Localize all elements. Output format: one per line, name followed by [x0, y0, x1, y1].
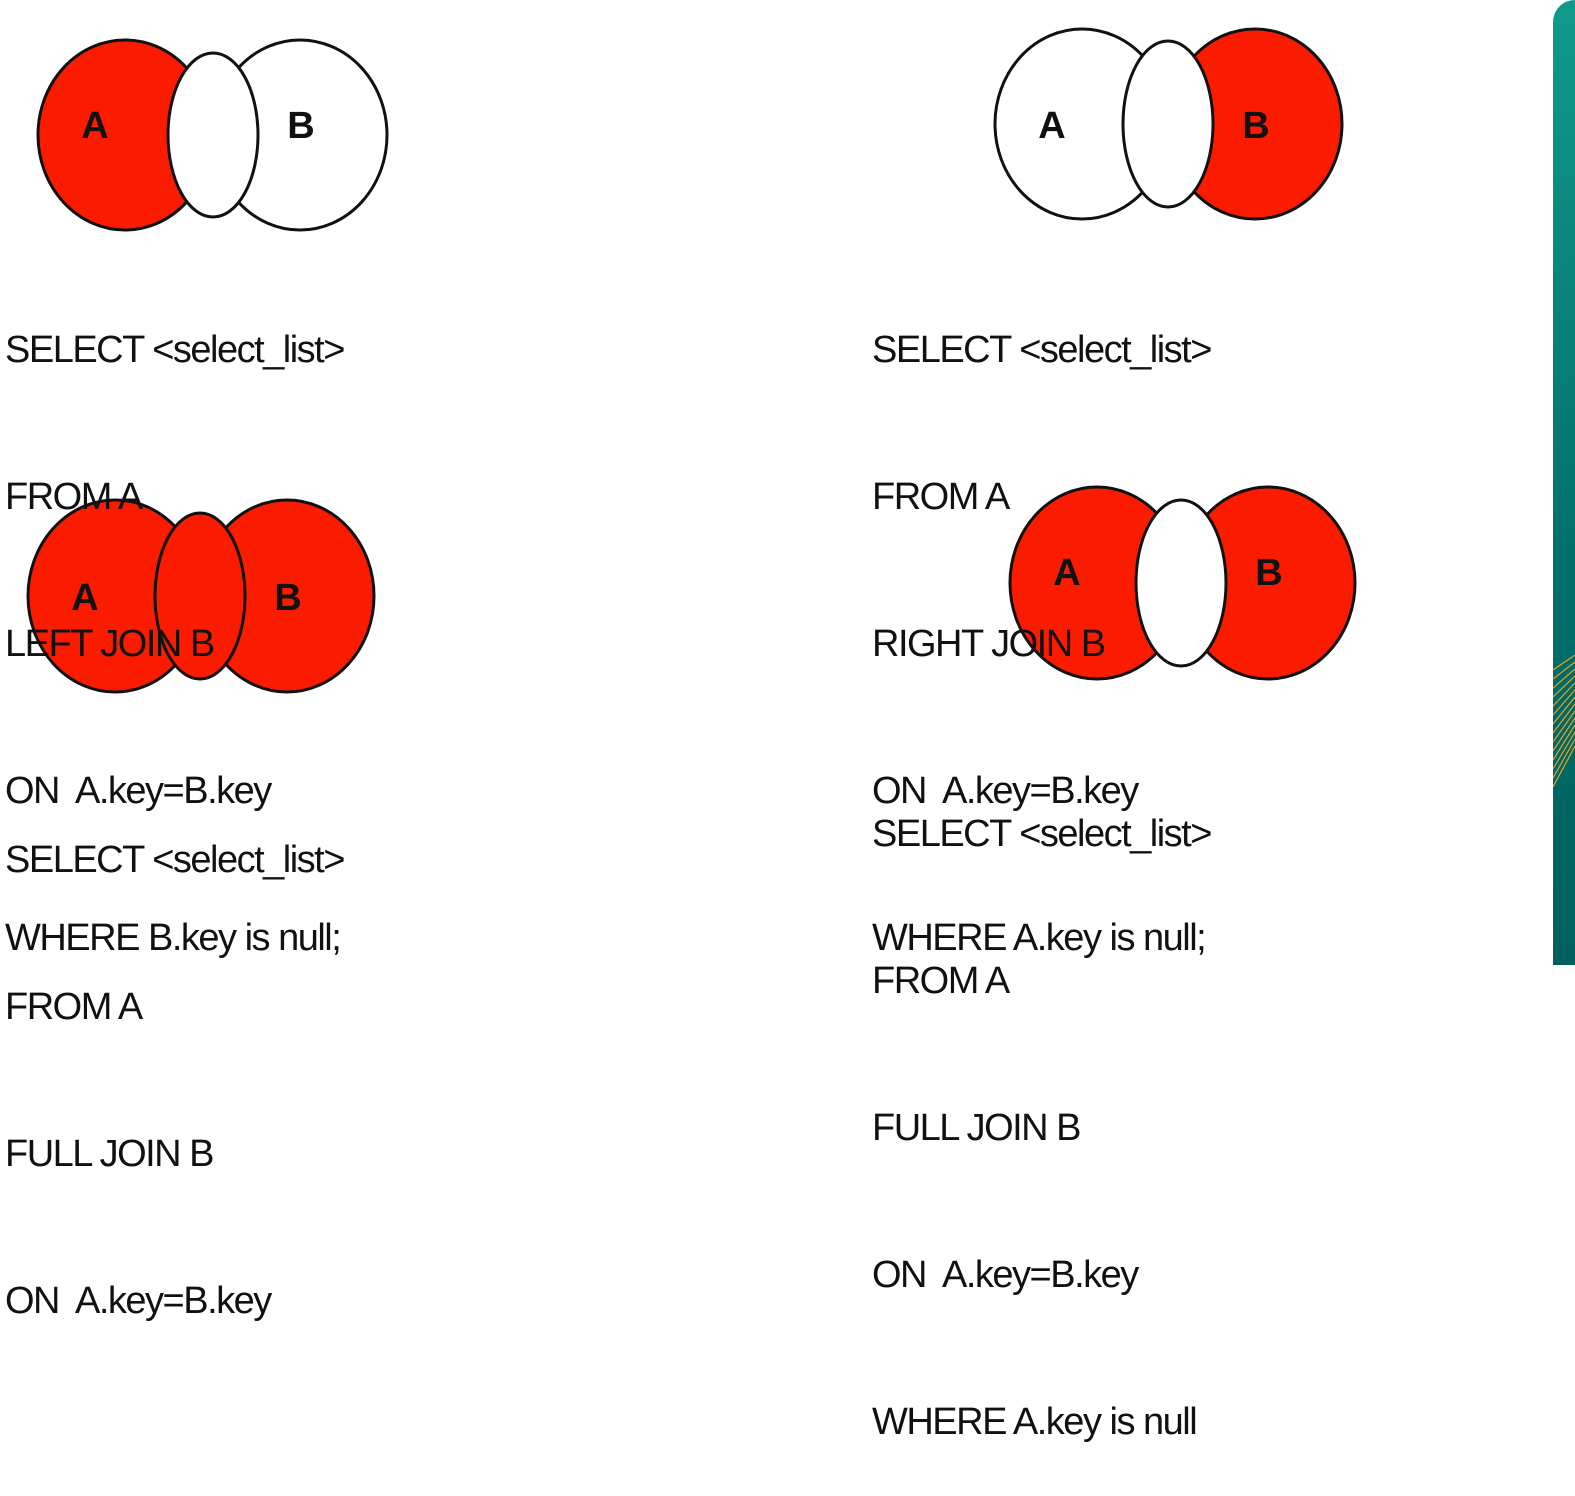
sql-line: FROM A [5, 986, 143, 1028]
sql-line: FROM A [5, 476, 143, 518]
sql-line: RIGHT JOIN B [872, 623, 1106, 665]
edge-line [1553, 745, 1575, 788]
sql-right-join-exclusive: SELECT <select_list> FROM A RIGHT JOIN B… [872, 228, 1212, 1012]
sql-line: ON A.key=B.key [872, 770, 1139, 812]
sql-line: WHERE A.key is null [872, 1401, 1198, 1443]
sql-line: ON A.key=B.key [872, 1254, 1139, 1296]
edge-line [1553, 689, 1575, 716]
edge-line [1553, 710, 1575, 743]
sql-full-join: SELECT <select_list> FROM A FULL JOIN B … [5, 738, 345, 1375]
edge-line [1553, 724, 1575, 761]
sql-line: WHERE B.key is null; [5, 917, 342, 959]
sql-line: SELECT <select_list> [5, 839, 345, 881]
edge-line [1553, 717, 1575, 752]
sql-full-join-exclusive: SELECT <select_list> FROM A FULL JOIN B … [872, 712, 1212, 1496]
sql-line: LEFT JOIN B [5, 623, 215, 665]
edge-line [1553, 675, 1575, 698]
slide-edge-decoration [1553, 0, 1575, 965]
set-a-label: A [1038, 105, 1065, 147]
set-b-label: B [287, 105, 314, 147]
edge-line [1553, 661, 1575, 680]
edge-line [1553, 696, 1575, 725]
intersection-region [1134, 498, 1228, 668]
sql-line: FULL JOIN B [872, 1107, 1082, 1149]
sql-line: SELECT <select_list> [5, 329, 345, 371]
sql-line: ON A.key=B.key [5, 770, 272, 812]
edge-line [1553, 703, 1575, 734]
set-a-label: A [1053, 552, 1080, 594]
set-a-label: A [71, 577, 98, 619]
sql-line: SELECT <select_list> [872, 329, 1212, 371]
sql-left-join-exclusive: SELECT <select_list> FROM A LEFT JOIN B … [5, 228, 345, 1012]
sql-line: FROM A [872, 476, 1010, 518]
set-b-label: B [1255, 552, 1282, 594]
sql-line: ON A.key=B.key [5, 1280, 272, 1322]
set-b-label: B [274, 577, 301, 619]
edge-line [1553, 682, 1575, 707]
edge-line [1553, 731, 1575, 770]
intersection-region [1121, 39, 1215, 209]
edge-line [1553, 738, 1575, 779]
sql-line: WHERE A.key is null; [872, 917, 1207, 959]
venn-diagrams: A B A B A B A B [26, 27, 1357, 694]
sql-line: FROM A [872, 960, 1010, 1002]
set-a-label: A [81, 105, 108, 147]
intersection-region [153, 511, 247, 681]
edge-line [1553, 668, 1575, 689]
edge-line-pattern [1553, 654, 1575, 788]
set-b-label: B [1242, 105, 1269, 147]
sql-line: FULL JOIN B [5, 1133, 215, 1175]
sql-line: SELECT <select_list> [872, 813, 1212, 855]
intersection-region [166, 51, 260, 219]
edge-line [1553, 654, 1575, 671]
